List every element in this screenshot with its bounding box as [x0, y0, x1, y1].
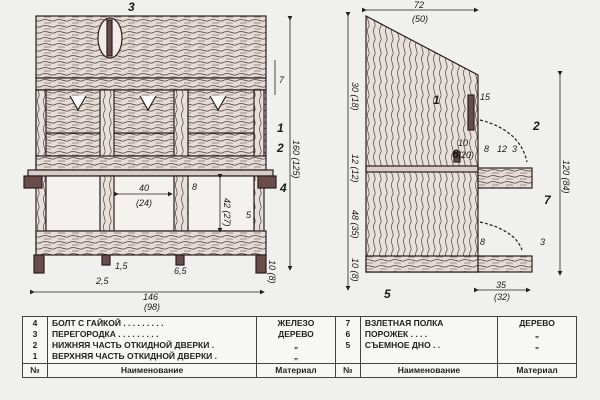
dim-depth-alt: (50) — [412, 14, 428, 24]
table-cell-text: 5 — [345, 340, 351, 350]
dim-depth: 72 — [414, 0, 424, 10]
dim-s8: 8 — [484, 144, 489, 154]
callout-4: 4 — [279, 181, 287, 195]
threshold — [453, 151, 461, 163]
table-cell-text: „ — [293, 340, 299, 350]
bolt-left — [23, 175, 43, 189]
callout-1: 1 — [277, 121, 284, 135]
dim-foot: 10 (8) — [267, 260, 277, 284]
front-labels: 3 1 2 4 160 (125) 7 40 (24) 42 (27) 8 5 … — [95, 0, 301, 312]
bolt-right — [257, 175, 277, 189]
callout-1: 1 — [433, 93, 440, 107]
side-view — [365, 15, 533, 273]
table-cell-text: ВЗЛЕТНАЯ ПОЛКА — [364, 318, 444, 328]
table-cell-text: 3 — [32, 329, 38, 339]
table-cell-text: ДЕРЕВО — [278, 329, 314, 339]
table-cell-text: ПОРОЖЕК . . . . — [364, 329, 428, 339]
dim-door-alt: (20) — [458, 150, 474, 160]
dim-s12: 12 — [497, 144, 507, 154]
dim-b8: 8 — [480, 237, 485, 247]
table-cell-text: БОЛТ С ГАЙКОЙ . . . . . . . . . — [52, 318, 164, 328]
table-cell-text: 7 — [345, 318, 351, 328]
dim-2-5: 2,5 — [95, 276, 110, 286]
dim-post: 8 — [192, 182, 197, 192]
table-cell-text: „ — [293, 351, 299, 361]
dim-width-alt: (98) — [144, 302, 160, 312]
side-dimension-lines — [345, 7, 563, 293]
callout-2: 2 — [276, 141, 284, 155]
dim-top-gap: 7 — [279, 75, 285, 85]
dim-shelf: 35 — [496, 280, 507, 290]
dim-opening-width-alt: (24) — [136, 198, 152, 208]
dim-b3: 3 — [540, 237, 545, 247]
table-cell-text: „ — [534, 329, 540, 339]
dim-opening-width: 40 — [139, 183, 149, 193]
dim-lower: 48 (35) — [350, 210, 360, 239]
dim-side: 5 — [246, 210, 252, 220]
table-cell-text: НИЖНЯЯ ЧАСТЬ ОТКИДНОЙ ДВЕРКИ . — [52, 340, 215, 350]
front-dimension-lines — [30, 16, 293, 295]
dim-mid: 12 (12) — [350, 154, 360, 183]
dim-opening-height: 42 (27) — [222, 198, 232, 227]
dim-upper: 30 (18) — [350, 82, 360, 111]
callout-5: 5 — [384, 287, 391, 301]
door-upper — [467, 94, 475, 131]
dim-15: 15 — [480, 92, 491, 102]
dim-width: 146 — [143, 292, 158, 302]
table-cell-text: СЪЕМНОЕ ДНО . . — [364, 340, 441, 350]
dim-shelf-alt: (32) — [494, 292, 510, 302]
dim-s3: 3 — [512, 144, 517, 154]
front-view — [23, 15, 277, 274]
header-material: Материал — [497, 363, 577, 378]
table-cell-text: 6 — [345, 329, 351, 339]
dim-total: 120 (84) — [561, 160, 571, 194]
table-cell-text: 2 — [32, 340, 38, 350]
header-name: Наименование — [359, 363, 499, 378]
table-cell-text: ВЕРХНЯЯ ЧАСТЬ ОТКИДНОЙ ДВЕРКИ . — [52, 351, 217, 361]
callout-2: 2 — [532, 119, 540, 133]
table-cell-text: 1 — [32, 351, 38, 361]
table-cell-text: ЖЕЛЕЗО — [277, 318, 315, 328]
side-labels: 72 (50) 30 (18) 12 (12) 48 (35) 10 (8) 1… — [350, 0, 571, 302]
landing-shelf — [477, 167, 533, 189]
dim-height: 160 (125) — [291, 140, 301, 179]
table-cell-text: ПЕРЕГОРОДКА . . . . . . . . . — [52, 329, 159, 339]
header-no: № — [334, 363, 361, 378]
table-cell-text: 4 — [32, 318, 38, 328]
table-header-row: № Наименование Материал № Наименование М… — [22, 363, 577, 378]
dim-6-5: 6,5 — [174, 266, 188, 276]
dim-1-5: 1,5 — [115, 261, 129, 271]
header-name: Наименование — [47, 363, 257, 378]
dim-base: 10 (8) — [350, 258, 360, 282]
header-no: № — [22, 363, 48, 378]
technical-drawing: 3 1 2 4 160 (125) 7 40 (24) 42 (27) 8 5 … — [23, 0, 571, 312]
roof-panel — [35, 15, 267, 79]
callout-3: 3 — [128, 0, 135, 14]
callout-7: 7 — [544, 193, 552, 207]
table-cell-text: „ — [534, 340, 540, 350]
callout-6: 6 — [452, 147, 459, 161]
table-cell-text: ДЕРЕВО — [519, 318, 555, 328]
header-material: Материал — [256, 363, 336, 378]
dim-door: 10 — [458, 138, 468, 148]
